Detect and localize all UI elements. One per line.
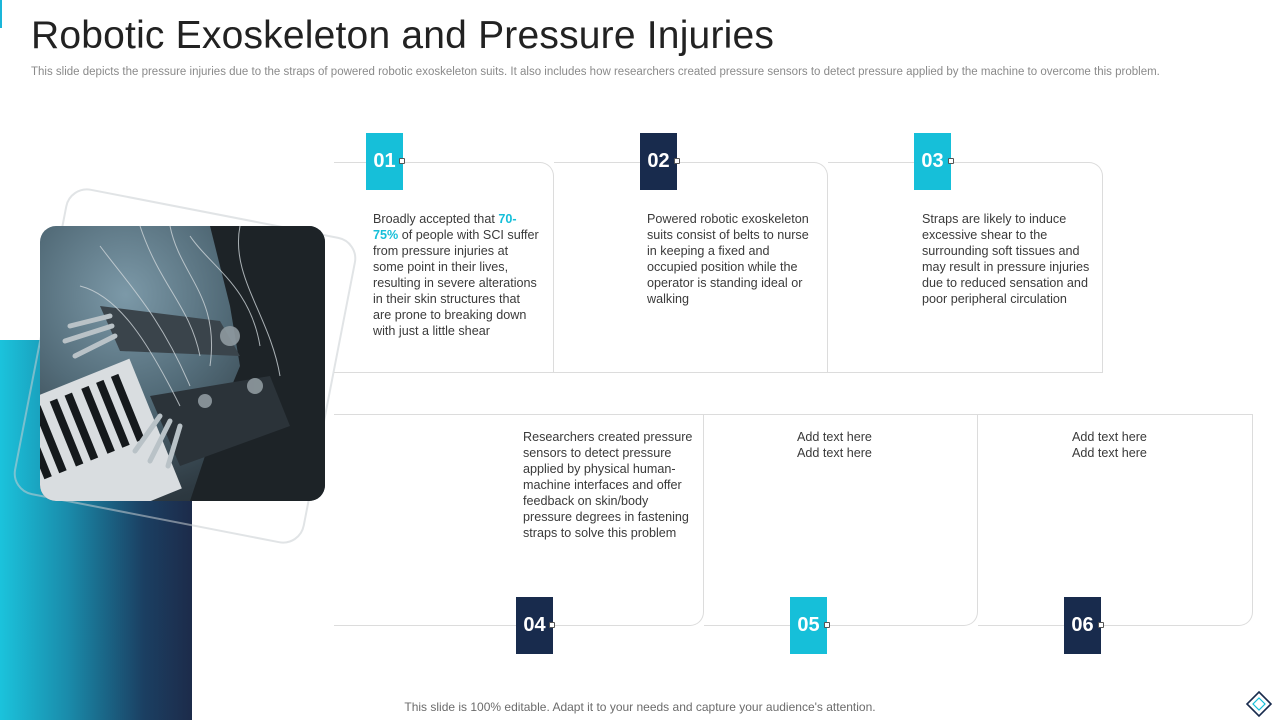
step-card-01 bbox=[334, 162, 554, 373]
step-badge-01: 01 bbox=[366, 133, 403, 190]
step-card-06 bbox=[978, 414, 1253, 626]
step-card-05 bbox=[704, 414, 978, 626]
step-text-02: Powered robotic exoskeleton suits consis… bbox=[647, 212, 809, 306]
connector-dot bbox=[549, 622, 555, 628]
step-text-03: Straps are likely to induce excessive sh… bbox=[922, 212, 1090, 306]
step-badge-02: 02 bbox=[640, 133, 677, 190]
step-text-06-line1: Add text here bbox=[1072, 430, 1147, 444]
step-text-05-line1: Add text here bbox=[797, 430, 872, 444]
step-card-02 bbox=[554, 162, 828, 373]
step-text-06-line2: Add text here bbox=[1072, 446, 1147, 460]
connector-dot bbox=[674, 158, 680, 164]
robot-hands-piano-photo bbox=[40, 226, 325, 501]
connector-dot bbox=[1098, 622, 1104, 628]
connector-dot bbox=[824, 622, 830, 628]
step-badge-04: 04 bbox=[516, 597, 553, 654]
step-text-01: Broadly accepted that 70-75% of people w… bbox=[373, 211, 541, 339]
step-text-01-before: Broadly accepted that bbox=[373, 212, 499, 226]
connector-dot bbox=[399, 158, 405, 164]
step-text-01-highlight: 70-75% bbox=[373, 212, 517, 242]
step-text-01-after: of people with SCI suffer from pressure … bbox=[373, 228, 539, 338]
page-title: Robotic Exoskeleton and Pressure Injurie… bbox=[31, 14, 775, 57]
step-text-04: Researchers created pressure sensors to … bbox=[523, 430, 693, 540]
step-text-06: Add text here Add text here bbox=[1072, 429, 1232, 461]
connector-dot bbox=[948, 158, 954, 164]
step-card-03 bbox=[828, 162, 1103, 373]
diamond-logo-icon bbox=[1245, 690, 1273, 718]
footer-note: This slide is 100% editable. Adapt it to… bbox=[404, 700, 876, 714]
step-text-05: Add text here Add text here bbox=[797, 429, 957, 461]
step-badge-03: 03 bbox=[914, 133, 951, 190]
step-badge-05: 05 bbox=[790, 597, 827, 654]
page-subtitle: This slide depicts the pressure injuries… bbox=[31, 66, 1160, 78]
step-card-04-top-border bbox=[334, 414, 704, 415]
top-accent-bar bbox=[0, 0, 2, 28]
step-badge-06: 06 bbox=[1064, 597, 1101, 654]
step-text-05-line2: Add text here bbox=[797, 446, 872, 460]
